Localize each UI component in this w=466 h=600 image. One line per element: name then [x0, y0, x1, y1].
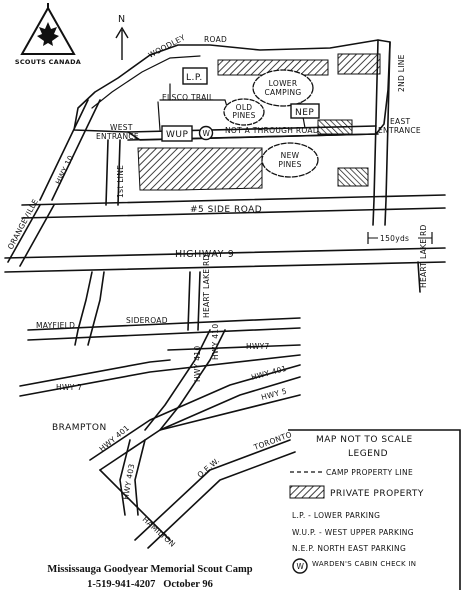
legend-item-4: N.E.P. NORTH EAST PARKING — [292, 544, 406, 553]
highway9-south — [4, 261, 446, 273]
second-line-label: 2ND LINE — [397, 54, 406, 92]
scale-bar: 150yds — [367, 232, 433, 244]
hwy410-road-east — [159, 329, 226, 431]
qew-road-north — [134, 439, 291, 541]
woodley-inner-line — [91, 55, 201, 109]
orangeville-road-west — [7, 204, 41, 263]
side-road-label: #5 SIDE ROAD — [190, 205, 262, 215]
qew-road-south — [147, 451, 296, 549]
second-line-road-east — [384, 41, 391, 226]
hwy7-road-south-edge — [19, 354, 301, 397]
legend-item-1: PRIVATE PROPERTY — [330, 489, 424, 499]
hwy401-road-south — [99, 376, 301, 471]
elsco-trail-label: ELSCO TRAIL — [162, 93, 214, 102]
hamilton-road — [99, 469, 171, 541]
woodley-road-label-2: ROAD — [204, 35, 227, 44]
mayfield-road-north — [27, 317, 301, 331]
legend: MAP NOT TO SCALE LEGEND CAMP PROPERTY LI… — [288, 429, 461, 590]
hwy7-road-north — [167, 344, 301, 351]
first-line-label: 1st LINE — [116, 165, 125, 198]
legend-item-5: WARDEN'S CABIN CHECK IN — [312, 560, 416, 568]
legend-private-symbol — [289, 485, 325, 499]
mayfield-road-south — [27, 327, 301, 341]
north-east-parking-box — [290, 103, 320, 119]
heart-lake-road-center-east — [197, 271, 201, 331]
legend-warden-icon — [292, 558, 308, 574]
hamilton-label: HAMILTON — [141, 515, 178, 549]
hwy7-top-label: HWY7 — [246, 342, 270, 351]
wup-label: WUP — [166, 130, 188, 140]
hwy7-road-south — [19, 359, 171, 387]
side-road-south — [21, 207, 446, 219]
lp-label: L.P. — [186, 73, 203, 83]
legend-item-2: L.P. - LOWER PARKING — [292, 511, 380, 520]
heart-lake-road-right — [417, 261, 421, 293]
old-pines-area — [223, 98, 265, 126]
west-upper-parking-box — [161, 125, 193, 142]
heart-lake-top-label: HEART LAKE RD — [202, 254, 211, 318]
heart-lake-road-center-west — [187, 271, 191, 331]
highway9-label: HIGHWAY 9 — [175, 249, 234, 260]
hwy10-label: HWY 10 — [54, 154, 76, 186]
lower-parking-box — [182, 67, 208, 85]
footer-date: October 96 — [163, 579, 213, 590]
private-property-northeast — [337, 53, 381, 75]
hwy7-left-label: HWY 7 — [56, 383, 82, 392]
nep-label: NEP — [295, 108, 314, 118]
heart-lake-right-label: HEART LAKE RD — [419, 224, 428, 288]
hwy403-road-west — [119, 439, 131, 516]
brampton-label: BRAMPTON — [52, 423, 107, 433]
not-through-road-label: NOT A THROUGH ROAD — [225, 126, 319, 135]
logo-text: SCOUTS CANADA — [15, 58, 81, 66]
north-arrow: N — [115, 14, 129, 60]
footer-contact: 1-519-941-4207 October 96 — [0, 579, 300, 590]
footer-title: Mississauga Goodyear Memorial Scout Camp — [47, 564, 253, 575]
highway9-north — [4, 247, 446, 259]
hwy10-road-west — [39, 99, 89, 201]
elsco-trail-path — [157, 101, 161, 131]
private-property-south — [137, 147, 263, 191]
maple-leaf-icon — [37, 22, 59, 46]
second-line-road-west — [372, 39, 379, 226]
warden-symbol: W — [203, 129, 211, 138]
orangeville-road-east — [19, 204, 55, 267]
warden-cabin-icon — [198, 125, 214, 141]
hwy401-road-north — [89, 364, 301, 461]
scale-label: 150yds — [380, 234, 409, 243]
lower-camping-area — [252, 69, 314, 107]
new-pines-area — [261, 142, 319, 178]
hwy401-label-a: HWY 401 — [250, 364, 288, 382]
hwy410-label-b: HWY 410 — [193, 346, 202, 382]
hwy10-south-west — [74, 271, 93, 346]
side-road-north — [21, 194, 446, 206]
private-property-southeast — [337, 167, 369, 187]
sideroad-label: SIDEROAD — [126, 316, 168, 325]
footer-phone: 1-519-941-4207 — [87, 579, 156, 590]
first-line-road-west — [105, 139, 109, 206]
legend-title: LEGEND — [348, 449, 388, 459]
tent-icon — [20, 5, 76, 55]
hwy410-label-a: HWY 410 — [211, 324, 220, 360]
legend-note: MAP NOT TO SCALE — [316, 435, 413, 445]
hwy10-road-east — [51, 99, 101, 201]
mayfield-label: MAYFIELD — [36, 321, 75, 330]
hwy5-road — [159, 394, 301, 431]
scouts-canada-logo: SCOUTS CANADA — [15, 3, 81, 66]
hwy403-road-east — [134, 439, 146, 516]
legend-item-3: W.U.P. - WEST UPPER PARKING — [292, 528, 414, 537]
woodley-road-label: WOODLEY — [147, 33, 187, 60]
legend-warden-symbol: W — [297, 562, 305, 571]
legend-item-0: CAMP PROPERTY LINE — [326, 468, 413, 477]
first-line-road-east — [117, 139, 121, 206]
north-label: N — [118, 14, 126, 25]
